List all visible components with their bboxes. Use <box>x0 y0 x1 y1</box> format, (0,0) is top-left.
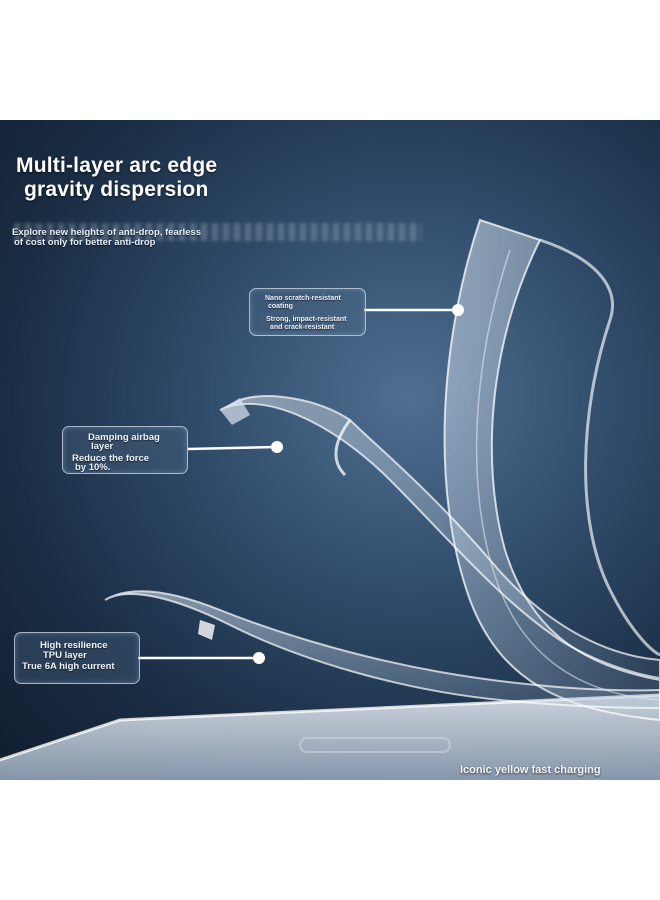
phone-base-edge <box>0 693 660 762</box>
bottom-arc-tab <box>198 620 215 640</box>
poster-subtitle: Explore new heights of anti-drop, fearle… <box>12 228 201 248</box>
callout-bottom-line-3: True 6A high current <box>22 661 115 672</box>
callout-top-line-2: coating <box>268 303 293 310</box>
outer-arc-layer <box>443 218 660 722</box>
callout-top-line-4: and crack-resistant <box>270 324 335 331</box>
callout-middle-line-2: layer <box>91 441 114 452</box>
footer-caption: Iconic yellow fast charging <box>460 764 601 776</box>
bottom-arc-layer <box>104 590 660 710</box>
outer-arc-highlight <box>539 238 660 657</box>
middle-arc-tab <box>220 398 250 425</box>
poster-title: Multi-layer arc edge gravity dispersion <box>16 154 217 202</box>
blurred-text-strip <box>14 223 422 241</box>
product-poster: Multi-layer arc edge gravity dispersion … <box>0 120 660 780</box>
middle-arc-curl <box>334 419 352 477</box>
middle-arc-layer <box>219 395 660 680</box>
callout-dot-bottom <box>253 652 265 664</box>
callout-top-line-3: Strong, impact-resistant <box>266 316 347 323</box>
title-line-2: gravity dispersion <box>24 178 209 201</box>
title-line-1: Multi-layer arc edge <box>16 154 218 177</box>
callout-dot-top <box>452 304 464 316</box>
subtitle-line-1: Explore new heights of anti-drop, fearle… <box>12 227 201 238</box>
callout-bottom-line-2: TPU layer <box>43 650 87 661</box>
callout-middle-line-3: Reduce the force <box>72 453 150 464</box>
callout-middle-line-4: by 10%. <box>75 462 111 473</box>
subtitle-line-2: of cost only for better anti-drop <box>14 237 156 248</box>
callout-bottom-line-1: High resilience <box>40 640 108 651</box>
callout-dot-middle <box>271 441 283 453</box>
callout-top-line-1: Nano scratch-resistant <box>265 295 341 302</box>
callout-damping-airbag: Damping airbag layer Reduce the force by… <box>62 426 188 474</box>
callout-scratch-coating: Nano scratch-resistant coating Strong, i… <box>249 288 366 336</box>
phone-slot <box>299 737 451 753</box>
callout-line-middle <box>187 445 276 451</box>
callout-tpu-layer: High resilience TPU layer True 6A high c… <box>14 632 140 684</box>
callout-middle-line-1: Damping airbag <box>88 432 160 443</box>
layer-illustration <box>0 218 660 780</box>
